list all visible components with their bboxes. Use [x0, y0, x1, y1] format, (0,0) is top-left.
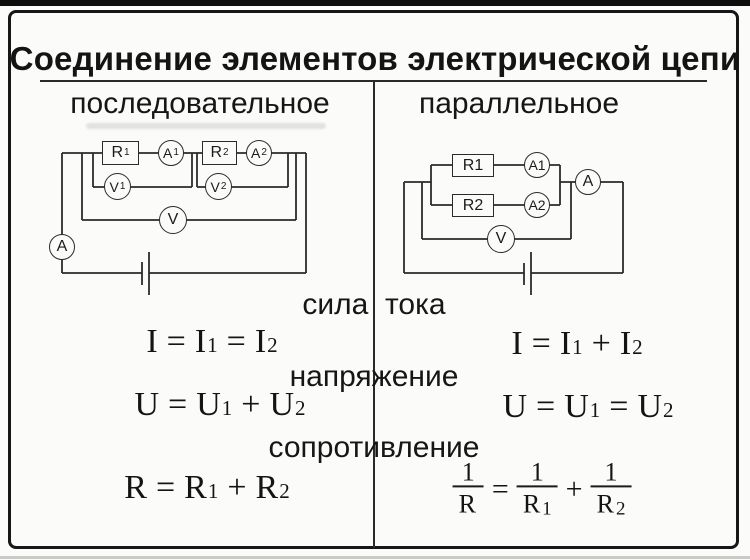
parallel-ammeter-a-icon: A	[575, 169, 601, 195]
header-divider-line	[40, 80, 707, 82]
series-voltmeter-v-icon: V	[159, 206, 187, 234]
scan-smudge	[86, 123, 326, 129]
series-r1-label: R	[111, 144, 123, 161]
parallel-resistor-r1-box: R1	[452, 154, 494, 177]
series-v2-label: V	[210, 178, 220, 195]
parallel-voltmeter-v-icon: V	[487, 225, 515, 253]
equals-sign: =	[491, 471, 509, 505]
row-label-resistance: сопротивление	[268, 431, 480, 464]
series-circuit-wires	[61, 152, 307, 295]
parallel-ammeter-a2-icon: A2	[524, 192, 550, 218]
parallel-a1-label: A1	[528, 157, 546, 173]
parallel-circuit-wires	[403, 164, 624, 295]
column-header-parallel: параллельное	[418, 87, 620, 120]
fraction-1-over-r: 1 R	[452, 458, 484, 519]
parallel-r2-label: R2	[462, 196, 484, 214]
series-wires-path	[61, 152, 307, 274]
parallel-v-label: V	[495, 230, 507, 247]
series-a1-label: A	[163, 145, 173, 161]
parallel-battery-icon	[523, 252, 532, 295]
series-battery-icon	[141, 252, 150, 295]
page-title: Соединение элементов электрической цепи	[9, 40, 741, 77]
column-divider-line	[373, 82, 375, 548]
series-ammeter-a-icon: A	[49, 234, 75, 260]
series-v-label: V	[167, 211, 179, 228]
scan-bottom-bar	[0, 556, 750, 559]
scan-top-bar	[0, 0, 750, 6]
series-v1-label: V	[109, 178, 119, 195]
column-header-series: последовательное	[70, 87, 330, 120]
parallel-r1-label: R1	[462, 156, 484, 174]
series-a-label: A	[56, 238, 68, 255]
parallel-resistor-r2-box: R2	[452, 194, 494, 217]
row-label-voltage: напряжение	[289, 360, 459, 393]
series-r2-label: R	[210, 144, 222, 161]
row-label-current: сила тока	[302, 288, 446, 321]
parallel-ammeter-a1-icon: A1	[524, 152, 550, 178]
parallel-a-label: A	[582, 173, 594, 190]
parallel-a2-label: A2	[528, 197, 546, 213]
plus-sign: +	[565, 471, 583, 505]
series-a2-label: A	[251, 145, 261, 161]
